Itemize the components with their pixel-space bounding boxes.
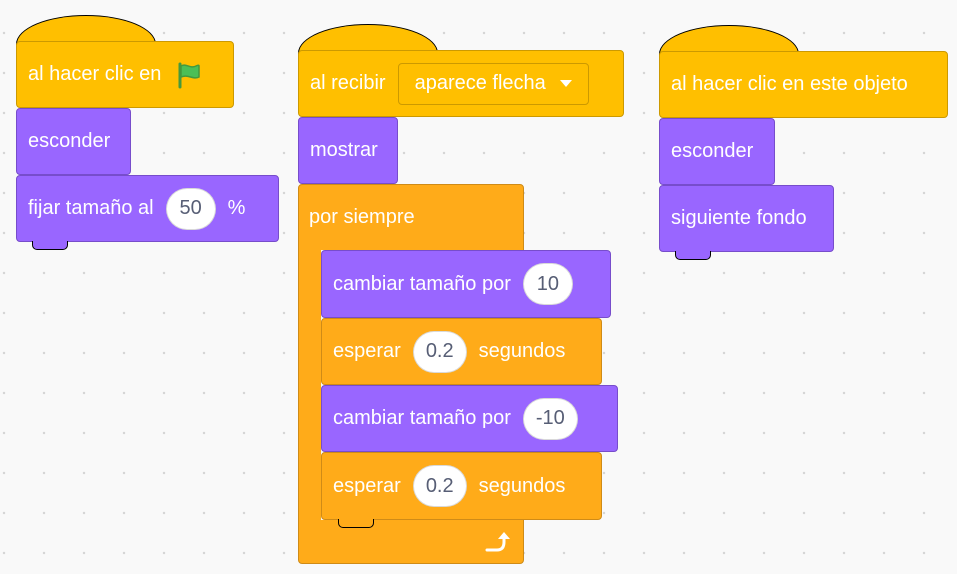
bottom-notch [32,241,68,250]
wait-label: esperar [333,474,401,497]
hide-block[interactable]: esconder [16,108,131,175]
change-size-value-input[interactable]: -10 [522,397,578,440]
show-block[interactable]: mostrar [298,117,398,184]
wait-unit: segundos [478,340,566,362]
forever-header: por siempre [298,184,524,250]
message-dropdown[interactable]: aparece flecha [397,62,589,105]
set-size-label: fijar tamaño al [28,197,154,219]
hat-label: al hacer clic en este objeto [671,73,908,95]
size-unit: % [227,197,246,219]
when-this-sprite-clicked-block[interactable]: al hacer clic en este objeto [659,51,948,118]
set-size-block[interactable]: fijar tamaño al 50 % [16,175,279,242]
wait-label: esperar [333,340,401,362]
wait-unit: segundos [478,474,566,497]
hide-label: esconder [671,140,754,162]
green-flag-icon [175,61,203,89]
wait-value-input[interactable]: 0.2 [412,465,467,507]
when-flag-clicked-block[interactable]: al hacer clic en [16,41,234,108]
forever-label: por siempre [309,205,415,228]
wait-block-1[interactable]: esperar 0.2 segundos [321,318,602,385]
next-backdrop-label: siguiente fondo [671,207,807,229]
wait-block-2[interactable]: esperar 0.2 segundos [321,452,602,520]
loop-arrow-icon [484,530,510,554]
wait-value-input[interactable]: 0.2 [412,330,467,373]
hide-label: esconder [28,130,111,152]
caret-down-icon [559,80,572,87]
change-size-label: cambiar tamaño por [333,272,511,295]
change-size-block-1[interactable]: cambiar tamaño por 10 [321,250,611,318]
next-backdrop-block[interactable]: siguiente fondo [659,185,834,252]
hide-block[interactable]: esconder [659,118,775,185]
show-label: mostrar [310,139,378,161]
change-size-value-input[interactable]: 10 [522,263,573,305]
when-i-receive-block[interactable]: al recibir aparece flecha [298,50,624,117]
inner-bottom-notch [338,519,374,528]
bottom-notch [675,251,711,260]
hat-label: al recibir [310,72,386,94]
hat-label: al hacer clic en [28,63,162,85]
change-size-label: cambiar tamaño por [333,407,511,429]
size-value-input[interactable]: 50 [165,187,216,230]
change-size-block-2[interactable]: cambiar tamaño por -10 [321,385,618,452]
message-value: aparece flecha [414,72,546,94]
